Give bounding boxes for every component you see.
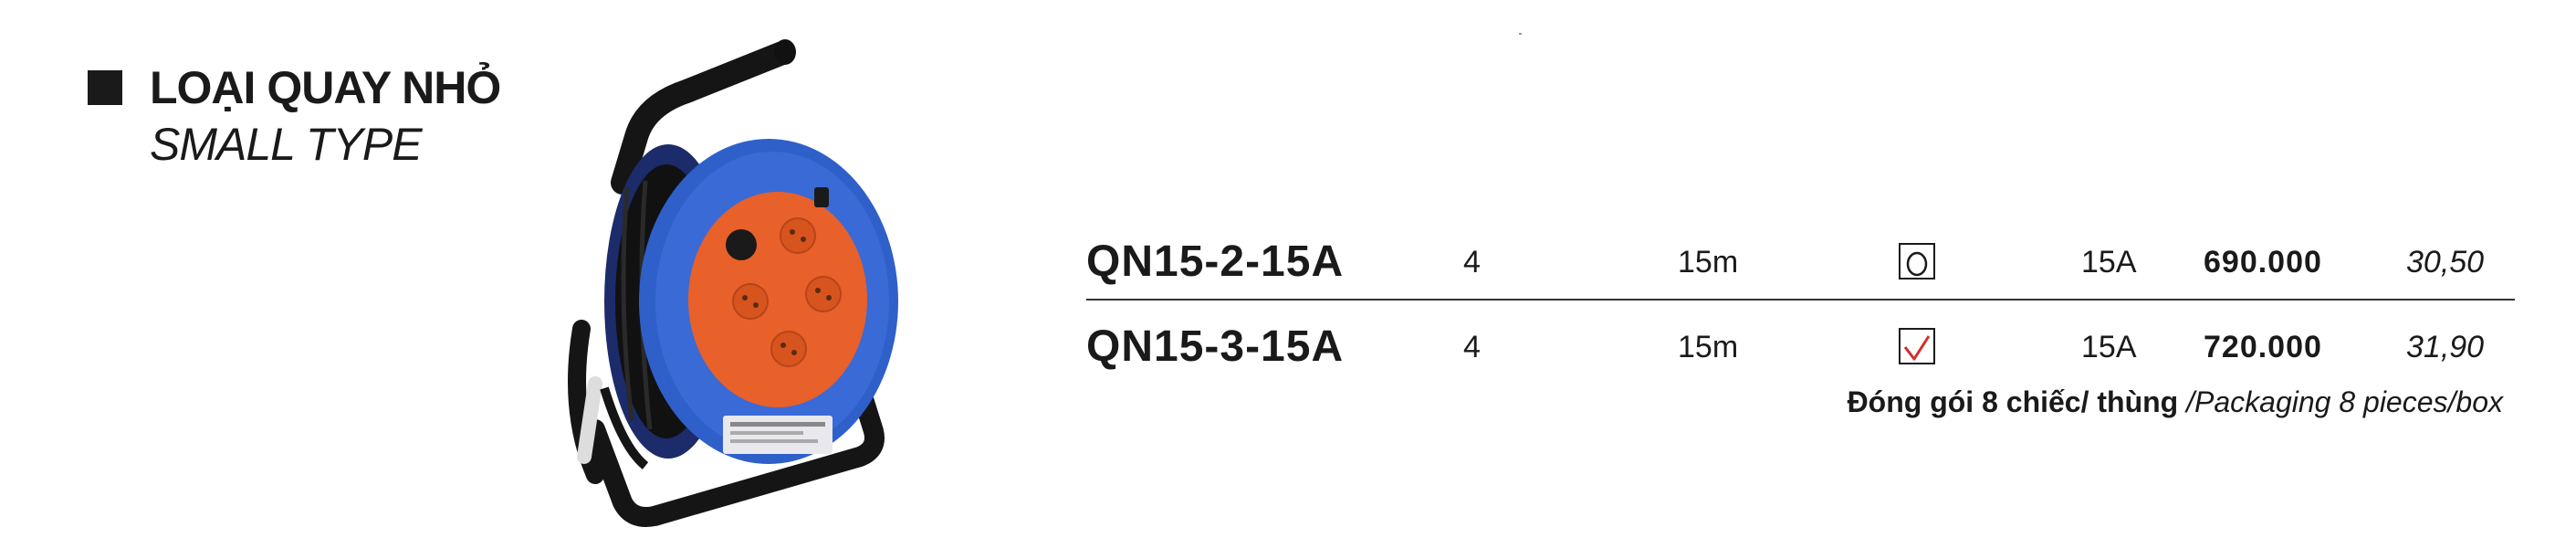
weight: 31,90: [2406, 330, 2485, 364]
product-code: QN15-3-15A: [1086, 322, 1345, 371]
product-code: QN15-2-15A: [1086, 237, 1345, 286]
cable-length: 15m: [1678, 245, 1739, 280]
title-vietnamese: LOẠI QUAY NHỎ: [150, 62, 501, 113]
rated-current: 15A: [2081, 245, 2137, 280]
packaging-english: /Packaging 8 pieces/box: [2186, 385, 2503, 418]
socket-quantity: 4: [1463, 330, 1481, 364]
weight: 30,50: [2406, 245, 2485, 280]
row-divider: [1086, 299, 2515, 301]
packaging-vietnamese: Đóng gói 8 chiếc/ thùng: [1847, 385, 2179, 418]
title-english: SMALL TYPE: [150, 119, 423, 170]
product-row: QN15-3-15A 4 15m 15A 720.000 31,90: [0, 315, 2576, 379]
bullet-square-icon: [88, 70, 122, 105]
rated-current: 15A: [2081, 330, 2137, 364]
socket-quantity: 4: [1463, 245, 1481, 280]
cable-reel-image: [568, 39, 898, 527]
cable-length: 15m: [1678, 330, 1739, 364]
title-row: LOẠI QUAY NHỎ: [88, 60, 501, 115]
circle-icon: [1899, 243, 1935, 280]
checkmark-icon: [1899, 328, 1935, 364]
product-row: QN15-2-15A 4 15m 15A 690.000 30,50: [0, 230, 2576, 294]
speck: [1519, 33, 1522, 35]
price: 720.000: [2204, 330, 2322, 364]
section-title: LOẠI QUAY NHỎ SMALL TYPE: [88, 60, 501, 172]
packaging-note: Đóng gói 8 chiếc/ thùng /Packaging 8 pie…: [1848, 385, 2503, 419]
price: 690.000: [2204, 245, 2322, 280]
